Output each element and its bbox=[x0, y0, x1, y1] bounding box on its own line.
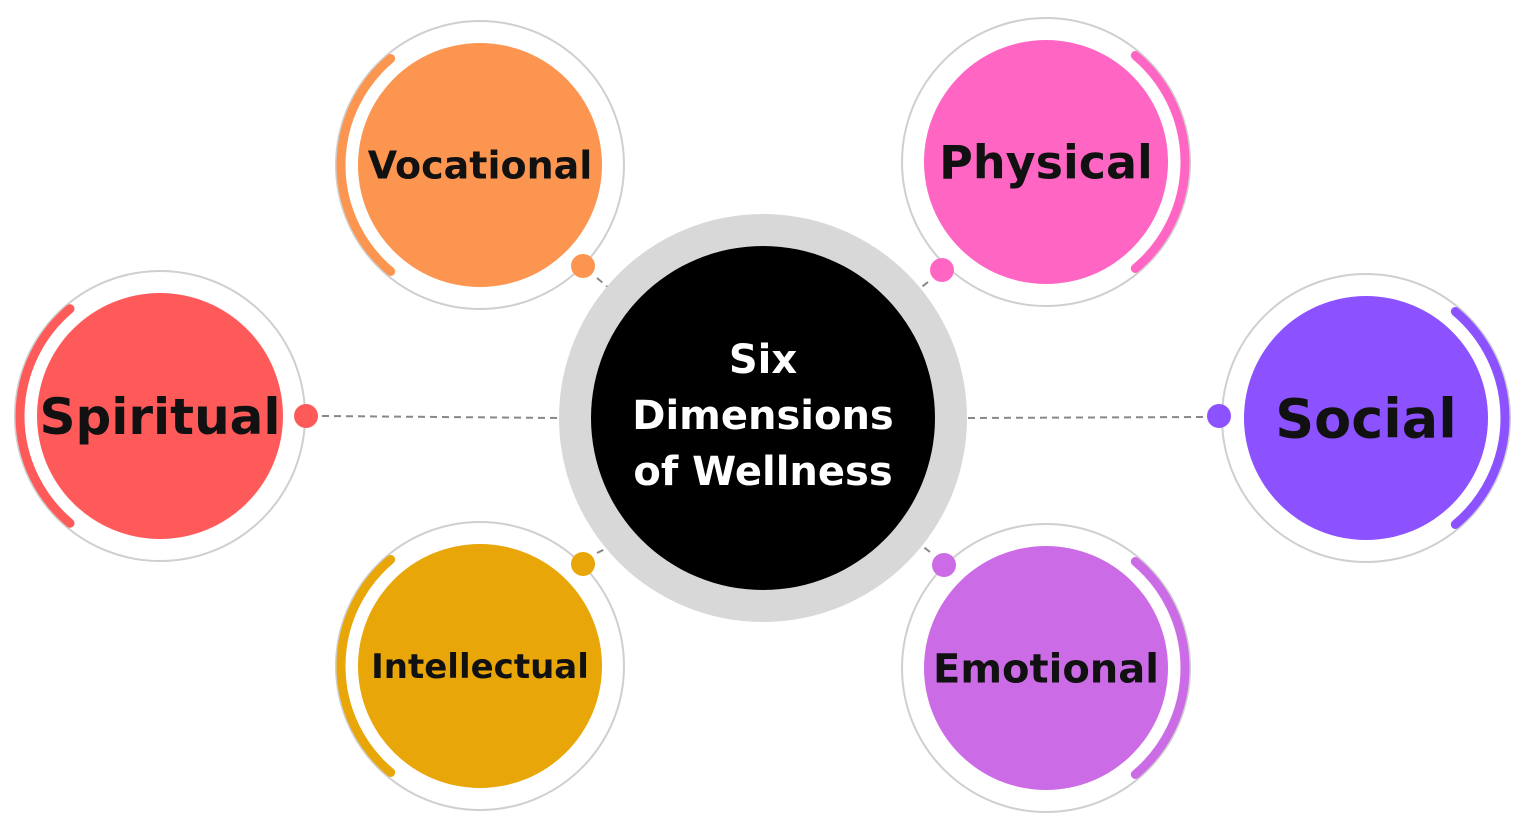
dimension-spiritual: Spiritual bbox=[14, 270, 318, 562]
spiritual-label: Spiritual bbox=[39, 388, 280, 446]
physical-label: Physical bbox=[939, 136, 1153, 190]
social-connector bbox=[965, 416, 1204, 419]
social-accent-arc bbox=[1450, 307, 1510, 529]
vocational-label: Vocational bbox=[368, 144, 593, 188]
spiritual-connector-dot bbox=[294, 404, 318, 428]
dimension-vocational: Vocational bbox=[335, 20, 625, 310]
intellectual-accent-arc bbox=[336, 555, 396, 777]
dimension-intellectual: Intellectual bbox=[335, 521, 625, 811]
physical-connector-dot bbox=[930, 258, 954, 282]
center-title-line: Dimensions bbox=[632, 393, 893, 439]
physical-circle bbox=[924, 40, 1168, 284]
emotional-circle bbox=[924, 546, 1168, 790]
center-circle bbox=[591, 246, 935, 590]
emotional-outline-ring bbox=[901, 523, 1191, 813]
intellectual-circle bbox=[358, 544, 602, 788]
emotional-connector-dot bbox=[932, 553, 956, 577]
dimension-social: Social bbox=[1207, 273, 1511, 563]
intellectual-outline-ring bbox=[335, 521, 625, 811]
emotional-accent-arc bbox=[1130, 557, 1190, 779]
spiritual-accent-arc bbox=[15, 304, 75, 528]
intellectual-label: Intellectual bbox=[371, 647, 589, 687]
social-connector-dot bbox=[1207, 404, 1231, 428]
social-circle bbox=[1244, 296, 1488, 540]
spiritual-circle bbox=[37, 293, 283, 539]
intellectual-connector-dot bbox=[571, 552, 595, 576]
spiritual-connector bbox=[321, 415, 561, 419]
vocational-accent-arc bbox=[336, 54, 396, 276]
social-label: Social bbox=[1275, 387, 1456, 450]
center-title-line: of Wellness bbox=[633, 449, 892, 495]
vocational-circle bbox=[358, 43, 602, 287]
physical-accent-arc bbox=[1130, 51, 1190, 273]
vocational-outline-ring bbox=[335, 20, 625, 310]
dimension-emotional: Emotional bbox=[901, 523, 1191, 813]
dimension-physical: Physical bbox=[901, 17, 1191, 307]
vocational-connector-dot bbox=[571, 254, 595, 278]
emotional-label: Emotional bbox=[933, 646, 1159, 692]
center-title-line: Six bbox=[729, 337, 798, 383]
physical-outline-ring bbox=[901, 17, 1191, 307]
